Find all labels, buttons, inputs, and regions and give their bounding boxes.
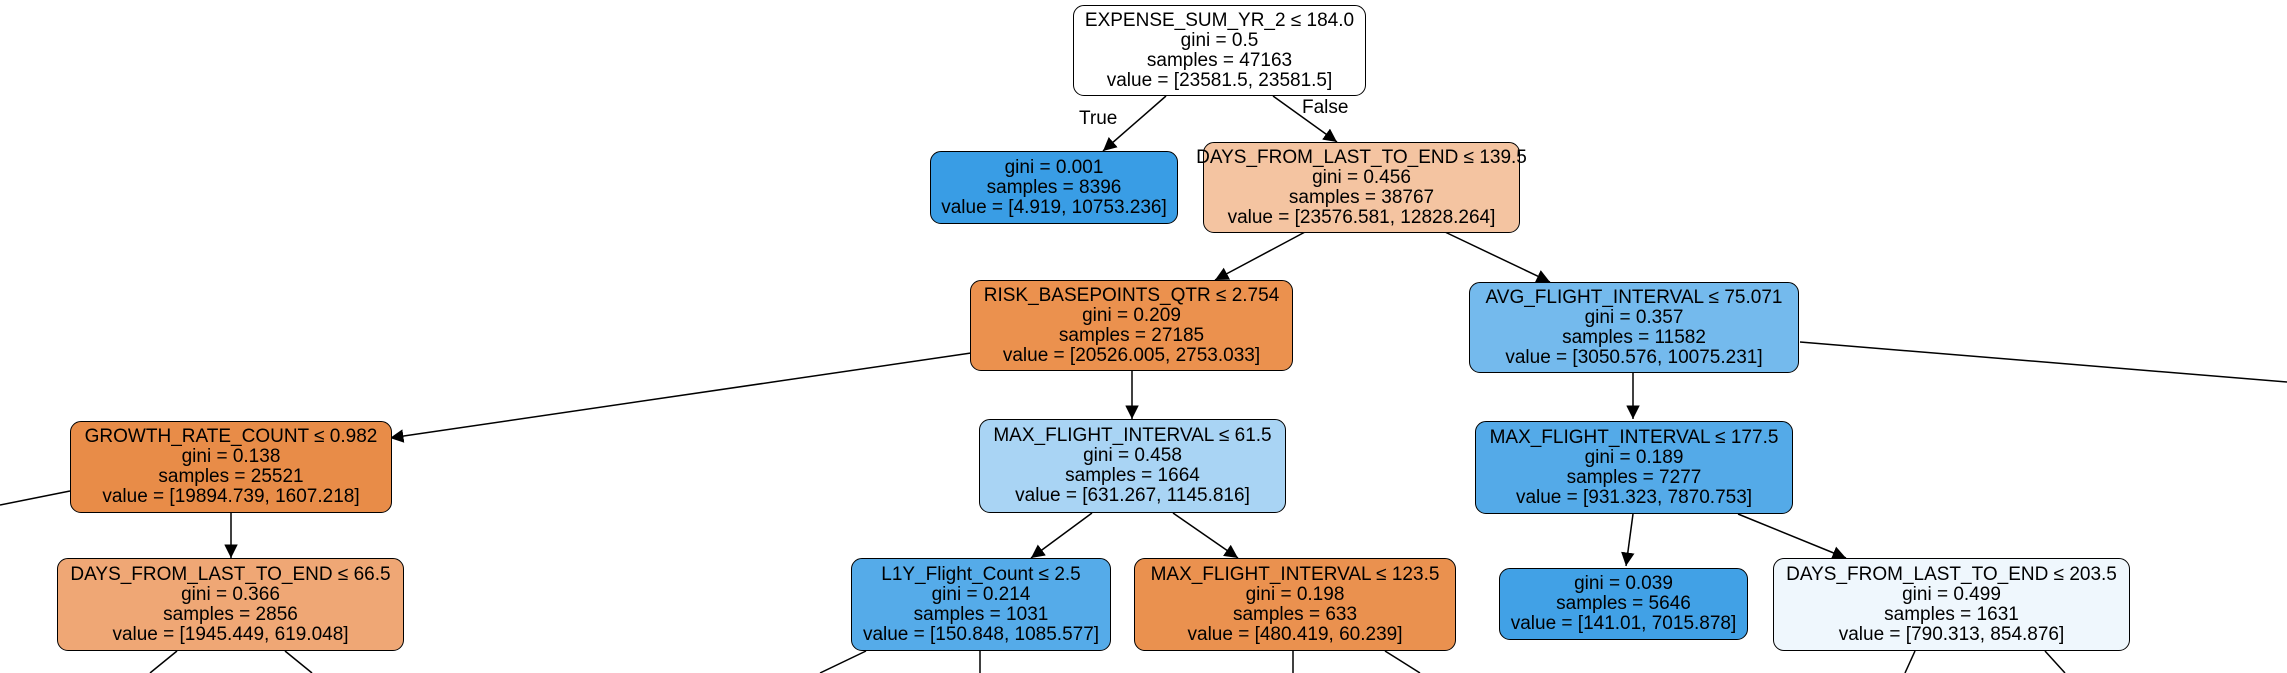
node-stat-line: gini = 0.458 xyxy=(1083,445,1182,466)
node-split-rule: DAYS_FROM_LAST_TO_END ≤ 203.5 xyxy=(1786,563,2117,585)
edge-n10-right-offscreen xyxy=(1384,650,1421,673)
node-stat-line: gini = 0.001 xyxy=(1004,156,1104,178)
edge-n2-n3 xyxy=(1214,231,1306,281)
edge-n7-n12 xyxy=(1737,513,1847,560)
node-stat-line: samples = 27185 xyxy=(1058,324,1205,346)
node-stat-line: gini = 0.198 xyxy=(1245,583,1345,605)
node-stat-line: gini = 0.214 xyxy=(931,583,1031,605)
node-split-rule: MAX_FLIGHT_INTERVAL ≤ 61.5 xyxy=(993,425,1272,446)
node-stat-line: samples = 1664 xyxy=(1065,465,1200,486)
edge-n6-n10 xyxy=(1172,512,1239,559)
edge-n8-right-offscreen xyxy=(284,650,313,673)
edge-n7-n11 xyxy=(1621,513,1635,567)
edge-n2-n4 xyxy=(1444,231,1551,283)
node-split-rule: MAX_FLIGHT_INTERVAL ≤ 123.5 xyxy=(1150,563,1440,585)
node-stat-line: gini = 0.209 xyxy=(1082,304,1181,326)
edge-root-n1 xyxy=(1102,95,1167,152)
edge-label-true: True xyxy=(1079,108,1118,129)
node-stat-line: gini = 0.189 xyxy=(1584,446,1684,468)
node-stat-line: samples = 1631 xyxy=(1884,603,2019,625)
node-stat-line: value = [790.313, 854.876] xyxy=(1838,623,2065,645)
node-stat-line: gini = 0.456 xyxy=(1312,166,1411,188)
node-stat-line: value = [3050.576, 10075.231] xyxy=(1505,346,1763,368)
edge-n12-left-offscreen xyxy=(1904,650,1916,673)
node-split-rule: GROWTH_RATE_COUNT ≤ 0.982 xyxy=(84,426,378,447)
node-stat-line: value = [480.419, 60.239] xyxy=(1187,623,1403,645)
node-stat-line: samples = 7277 xyxy=(1566,466,1702,488)
node-split-rule: DAYS_FROM_LAST_TO_END ≤ 139.5 xyxy=(1196,146,1527,168)
edge-n3-n5 xyxy=(389,352,972,443)
node-stat-line: value = [4.919, 10753.236] xyxy=(941,196,1167,218)
edge-label-false: False xyxy=(1302,97,1349,118)
node-split-rule: EXPENSE_SUM_YR_2 ≤ 184.0 xyxy=(1084,9,1355,31)
edge-n8-left-offscreen xyxy=(149,650,178,673)
node-stat-line: gini = 0.039 xyxy=(1574,573,1673,594)
node-stat-line: value = [150.848, 1085.577] xyxy=(862,623,1100,645)
edge-n4-offscreen xyxy=(1799,341,2287,383)
node-stat-line: gini = 0.138 xyxy=(181,446,281,467)
edge-n9-left-offscreen xyxy=(819,650,867,673)
node-stat-line: value = [631.267, 1145.816] xyxy=(1015,485,1250,506)
node-stat-line: value = [20526.005, 2753.033] xyxy=(1002,344,1261,366)
node-stat-line: samples = 5646 xyxy=(1556,593,1691,614)
node-stat-line: samples = 633 xyxy=(1232,603,1358,625)
node-stat-line: samples = 38767 xyxy=(1288,186,1435,208)
node-stat-line: samples = 8396 xyxy=(986,176,1122,198)
node-stat-line: samples = 11582 xyxy=(1562,326,1706,348)
node-stat-line: gini = 0.366 xyxy=(181,583,280,605)
node-split-rule: L1Y_Flight_Count ≤ 2.5 xyxy=(881,563,1081,585)
node-stat-line: samples = 2856 xyxy=(163,603,298,625)
node-stat-line: value = [1945.449, 619.048] xyxy=(112,623,349,645)
edge-n6-n9 xyxy=(1030,512,1093,559)
node-split-rule: DAYS_FROM_LAST_TO_END ≤ 66.5 xyxy=(70,563,391,585)
node-stat-line: samples = 47163 xyxy=(1146,49,1293,71)
node-stat-line: gini = 0.499 xyxy=(1902,583,2001,605)
node-split-rule: MAX_FLIGHT_INTERVAL ≤ 177.5 xyxy=(1489,426,1779,448)
node-stat-line: value = [19894.739, 1607.218] xyxy=(102,486,360,507)
node-stat-line: value = [931.323, 7870.753] xyxy=(1515,486,1753,508)
node-split-rule: RISK_BASEPOINTS_QTR ≤ 2.754 xyxy=(983,284,1280,306)
edge-n12-right-offscreen xyxy=(2044,650,2066,673)
node-stat-line: samples = 25521 xyxy=(158,466,304,487)
node-stat-line: gini = 0.357 xyxy=(1584,306,1684,328)
node-stat-line: value = [23576.581, 12828.264] xyxy=(1227,206,1496,228)
node-split-rule: AVG_FLIGHT_INTERVAL ≤ 75.071 xyxy=(1485,286,1783,308)
node-stat-line: gini = 0.5 xyxy=(1180,29,1259,51)
node-stat-line: samples = 1031 xyxy=(913,603,1049,625)
edge-n5-offscreen xyxy=(0,490,71,506)
node-stat-line: value = [23581.5, 23581.5] xyxy=(1106,69,1333,91)
edge-root-n2 xyxy=(1272,95,1338,143)
node-stat-line: value = [141.01, 7015.878] xyxy=(1510,613,1737,634)
